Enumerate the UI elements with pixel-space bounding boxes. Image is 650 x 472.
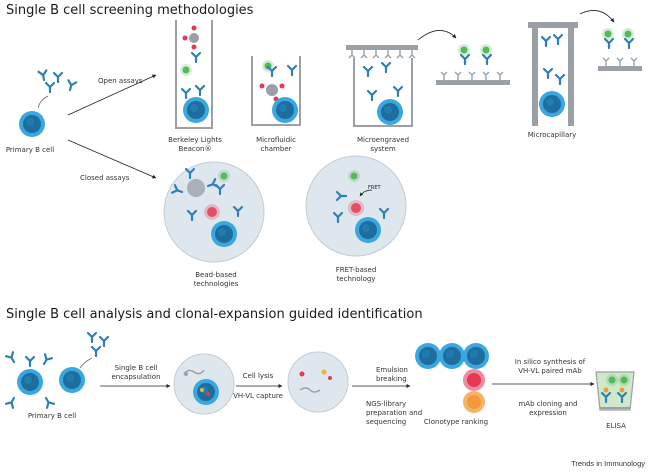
berkeley-lights-pen bbox=[175, 20, 213, 129]
clonotype-cells bbox=[415, 343, 489, 413]
primary-b-cell-label-2: Primary B cell bbox=[28, 412, 76, 420]
encapsulation-label-2: encapsulation bbox=[111, 373, 160, 381]
lysis-label-2: VH-VL capture bbox=[233, 392, 283, 400]
bead-based-droplet bbox=[163, 161, 265, 263]
elisa-label: ELISA bbox=[606, 422, 626, 430]
emulsion-label-1: Emulsion bbox=[376, 366, 408, 374]
cloning-label-2: expression bbox=[529, 409, 567, 417]
fret-tag: FRET bbox=[368, 185, 382, 191]
lysis-label-1: Cell lysis bbox=[243, 372, 274, 380]
fret-label-2: technology bbox=[337, 275, 376, 283]
bead-based-label-1: Bead-based bbox=[195, 271, 237, 279]
fret-based-droplet bbox=[305, 155, 407, 257]
section1-title: Single B cell screening methodologies bbox=[6, 3, 254, 18]
ngs-label-1: NGS-library bbox=[366, 400, 406, 408]
journal-brand: Trends in Immunology bbox=[571, 459, 645, 468]
microengraved-label-1: Microengraved bbox=[357, 136, 409, 144]
synthesis-label-2: VH-VL paired mAb bbox=[518, 367, 582, 375]
open-assays-arrow bbox=[67, 74, 157, 116]
closed-assays-label: Closed assays bbox=[80, 174, 130, 182]
microcapillary-readout-slide bbox=[598, 28, 642, 71]
closed-assays-arrow bbox=[67, 139, 157, 179]
fret-label-1: FRET-based bbox=[336, 266, 377, 274]
encapsulation-droplet bbox=[173, 353, 235, 415]
microengraved-system bbox=[346, 45, 418, 127]
emulsion-label-2: breaking bbox=[376, 375, 407, 383]
ranking-label: Clonotype ranking bbox=[424, 418, 488, 426]
microcapillary bbox=[528, 22, 578, 126]
microengraved-readout-slide bbox=[436, 44, 510, 85]
microfluidic-chamber bbox=[251, 56, 301, 126]
transfer-arrow-1 bbox=[417, 30, 457, 41]
primary-b-cell-2 bbox=[4, 331, 110, 409]
microfluidic-label-2: chamber bbox=[260, 145, 291, 153]
transfer-arrow-2 bbox=[579, 10, 615, 23]
microcapillary-label: Microcapillary bbox=[528, 131, 577, 139]
elisa-well bbox=[595, 371, 635, 411]
berkeley-label-1: Berkeley Lights bbox=[168, 136, 222, 144]
encapsulation-label-1: Single B cell bbox=[115, 364, 158, 372]
synthesis-label-1: In silico synthesis of bbox=[515, 358, 586, 366]
ngs-label-3: sequencing bbox=[366, 418, 406, 426]
ngs-label-2: preparation and bbox=[366, 409, 422, 417]
lysis-droplet bbox=[287, 351, 349, 413]
section2-title: Single B cell analysis and clonal-expans… bbox=[6, 307, 423, 322]
primary-b-cell-label-1: Primary B cell bbox=[6, 146, 54, 154]
berkeley-label-2: Beacon® bbox=[179, 145, 212, 153]
bead-based-label-2: technologies bbox=[194, 280, 239, 288]
primary-b-cell-1 bbox=[19, 69, 78, 137]
microengraved-label-2: system bbox=[370, 145, 395, 153]
microfluidic-label-1: Microfluidic bbox=[256, 136, 296, 144]
cloning-label-1: mAb cloning and bbox=[518, 400, 577, 408]
open-assays-label: Open assays bbox=[98, 77, 143, 85]
